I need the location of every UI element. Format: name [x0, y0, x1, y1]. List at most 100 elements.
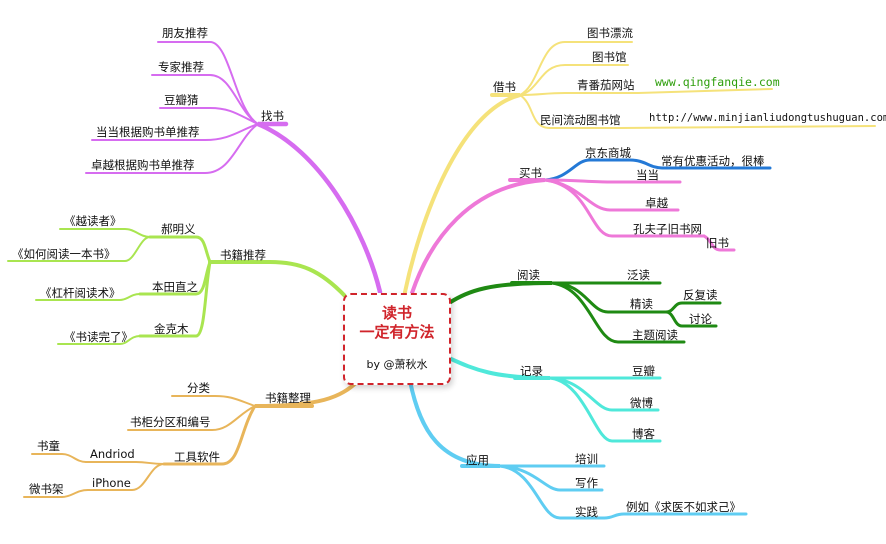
connector-recommend-hao: [148, 235, 212, 264]
connector-organize-shelf: [127, 405, 256, 431]
borrow-item-library: 图书馆: [592, 50, 627, 64]
connector-borrow-drift: [519, 41, 633, 96]
connector-organize-iphone: [87, 463, 165, 491]
recommend-book-finished: 《书读完了》: [64, 330, 133, 344]
connector-recommend-leverage: [35, 293, 141, 301]
branch-recommend-label: 书籍推荐: [220, 248, 266, 262]
connector-buy-dangdang: [543, 178, 682, 184]
branch-read-label: 阅读: [517, 268, 540, 282]
organize-android-app: 书童: [37, 439, 60, 453]
buy-kongfuzi-note: 旧书: [706, 236, 729, 250]
connector-recommend-finished: [57, 335, 141, 345]
connector-apply-practice-note: [602, 512, 748, 520]
buy-jd-note: 常有优惠活动，很棒: [661, 154, 765, 168]
connector-organize-tools: [162, 404, 257, 466]
organize-tools-label: 工具软件: [174, 450, 220, 464]
connector-buy-jd-note: [628, 158, 772, 170]
find-item-friends: 朋友推荐: [162, 26, 208, 40]
recommend-author-hao: 郝明义: [161, 222, 196, 236]
recommend-book-leverage: 《杠杆阅读术》: [40, 286, 121, 300]
organize-iphone-app: 微书架: [29, 482, 64, 496]
connector-organize-category: [171, 395, 256, 407]
central-title-line2: 一定有方法: [359, 323, 435, 341]
connector-record-main: [447, 356, 551, 380]
connector-buy-kongfuzi-note: [702, 234, 736, 252]
organize-item-category: 分类: [187, 381, 210, 395]
connector-borrow-qingfanqie: [519, 92, 639, 96]
borrow-qingfanqie-url: www.qingfanqie.com: [655, 75, 780, 89]
recommend-author-jin: 金克木: [154, 322, 189, 336]
borrow-item-qingfanqie: 青番茄网站: [577, 78, 635, 92]
organize-iphone: iPhone: [92, 476, 131, 490]
buy-item-joyo: 卓越: [645, 196, 668, 210]
branch-record-label: 记录: [520, 364, 543, 378]
branch-borrow-label: 借书: [493, 80, 516, 94]
connector-borrow-main: [403, 93, 521, 294]
apply-item-writing: 写作: [575, 476, 598, 490]
connector-find-joyo: [85, 123, 259, 174]
branch-organize-label: 书籍整理: [265, 391, 311, 405]
borrow-minjian-url: http://www.minjianliudongtushuguan.com/: [649, 112, 886, 124]
connector-organize-iphone-app: [23, 489, 89, 498]
connector-record-blog: [548, 376, 662, 443]
borrow-item-minjian: 民间流动图书馆: [540, 113, 621, 127]
connector-borrow-minjian-url: [619, 125, 876, 129]
apply-item-training: 培训: [575, 452, 598, 466]
read-item-thematic: 主题阅读: [632, 328, 678, 342]
connector-read-thematic: [550, 281, 686, 344]
connector-buy-jd: [543, 158, 632, 182]
recommend-book-howtoread: 《如何阅读一本书》: [12, 247, 116, 261]
apply-practice-note: 例如《求医不如求己》: [626, 500, 741, 514]
connector-organize-android-app: [31, 453, 87, 463]
find-item-dangdang: 当当根据购书单推荐: [96, 125, 200, 139]
organize-item-shelf: 书柜分区和编号: [130, 415, 211, 429]
connector-buy-main: [410, 178, 546, 295]
connector-buy-kongfuzi: [543, 178, 706, 238]
connector-recommend-howtoread: [7, 236, 151, 262]
connector-borrow-library: [519, 64, 629, 96]
find-item-experts: 专家推荐: [158, 60, 204, 74]
connector-read-repeat: [664, 301, 722, 314]
connector-apply-practice: [498, 464, 606, 520]
record-item-weibo: 微博: [630, 396, 653, 410]
recommend-book-yuedu: 《越读者》: [64, 214, 122, 228]
read-item-extensive: 泛读: [627, 268, 650, 282]
record-item-blog: 博客: [632, 427, 655, 441]
connector-borrow-minjian: [519, 94, 621, 129]
connector-find-dangdang: [91, 123, 259, 141]
central-byline: by @萧秋水: [366, 358, 428, 371]
recommend-author-honda: 本田直之: [152, 280, 198, 294]
connector-recommend-jin: [138, 260, 212, 338]
connector-organize-main: [254, 379, 360, 408]
find-item-douban: 豆瓣猜: [164, 93, 199, 107]
connector-find-friends: [157, 41, 259, 125]
organize-android: Andriod: [90, 447, 135, 461]
connector-apply-main: [408, 379, 501, 468]
central-title-line1: 读书: [381, 304, 412, 322]
read-item-intensive: 精读: [630, 297, 653, 311]
branch-find-label: 找书: [261, 109, 284, 123]
buy-item-kongfuzi: 孔夫子旧书网: [633, 222, 702, 236]
connector-find-experts: [151, 74, 259, 125]
connector-read-intensive: [550, 281, 668, 314]
buy-item-jd: 京东商城: [585, 146, 631, 160]
buy-item-dangdang: 当当: [636, 168, 659, 182]
read-intensive-discuss: 讨论: [689, 312, 712, 326]
read-intensive-repeat: 反复读: [683, 288, 718, 302]
connector-find-douban: [159, 107, 259, 125]
connector-read-main: [447, 281, 553, 305]
connector-recommend-yuedu: [59, 228, 151, 238]
apply-item-practice: 实践: [575, 505, 598, 519]
connector-organize-android: [85, 461, 165, 465]
connector-borrow-qingfanqie-url: [637, 88, 773, 94]
branch-apply-label: 应用: [466, 453, 489, 467]
find-item-joyo: 卓越根据购书单推荐: [91, 158, 195, 172]
branch-buy-label: 买书: [519, 166, 542, 180]
connector-read-discuss: [664, 310, 718, 328]
connector-find-main: [257, 121, 383, 295]
record-item-douban: 豆瓣: [632, 364, 655, 378]
borrow-item-drift: 图书漂流: [587, 26, 633, 40]
connector-recommend-main: [208, 260, 347, 298]
central-topic: 读书 一定有方法 by @萧秋水: [343, 293, 451, 385]
